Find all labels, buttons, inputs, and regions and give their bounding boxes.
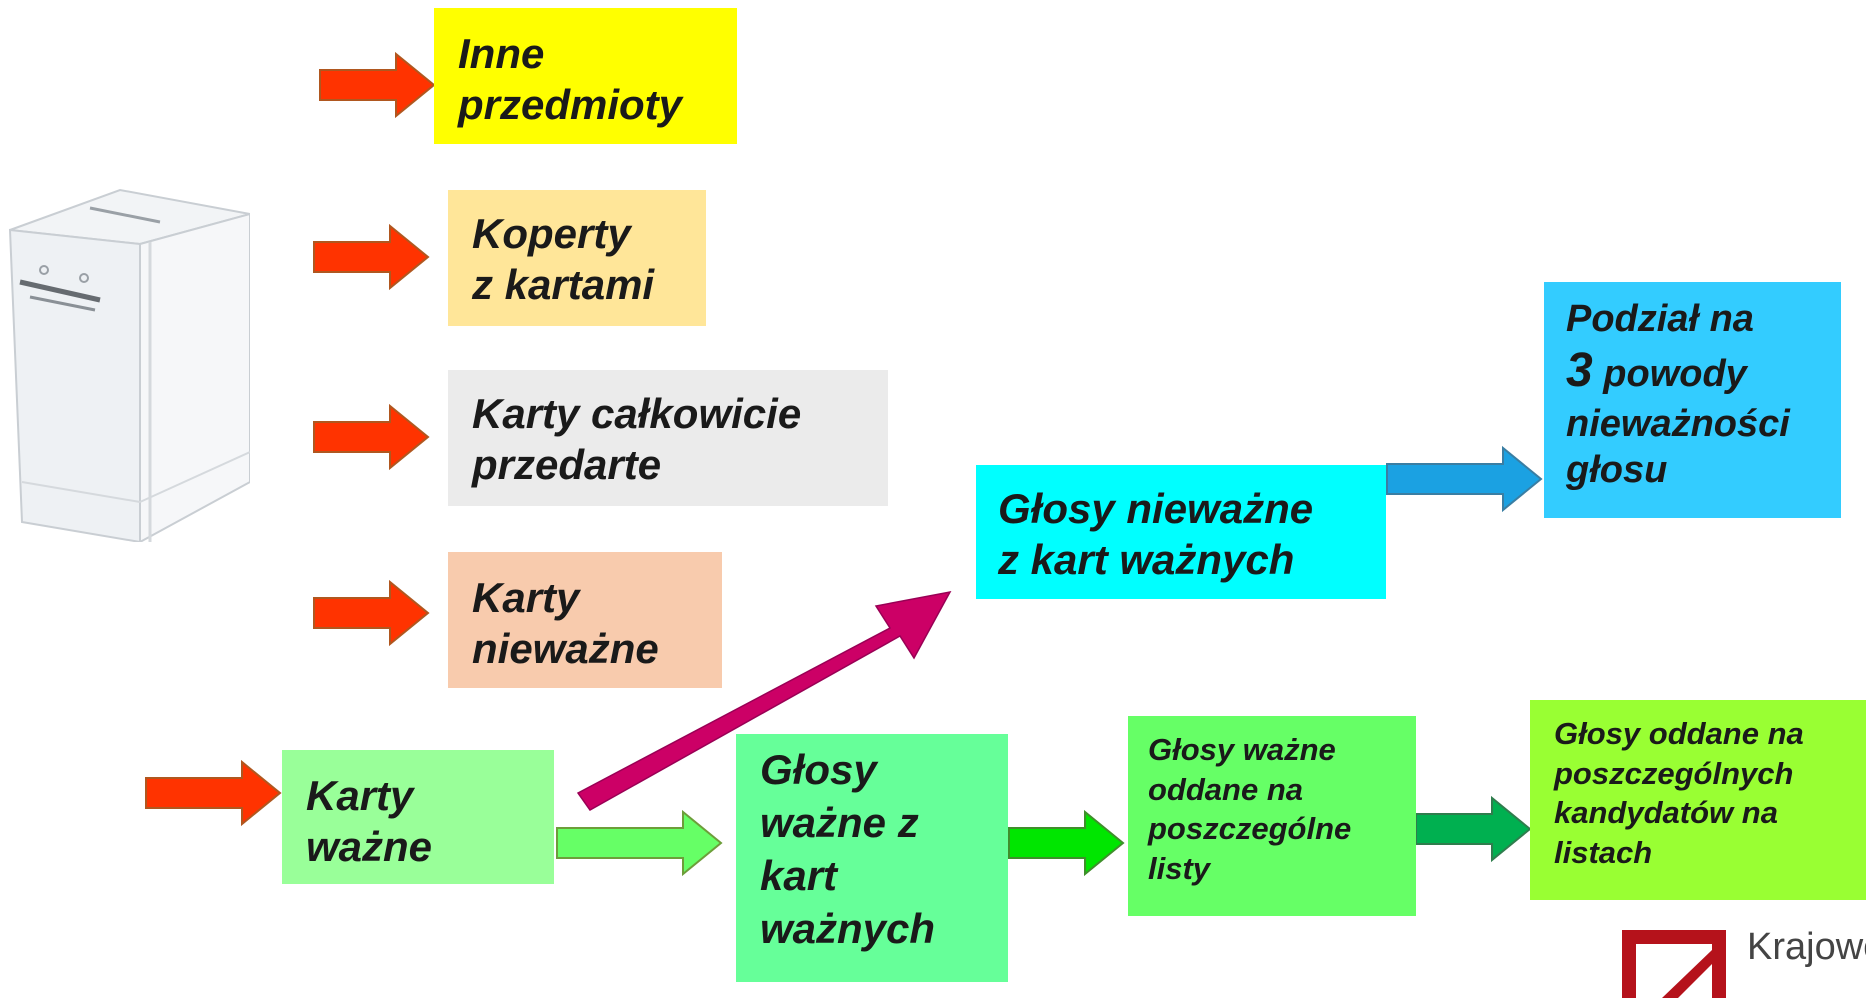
podzial-line-3: nieważności [1566, 402, 1790, 445]
box-line: kandydatów na [1554, 795, 1778, 831]
box-line: Głosy ważne [1148, 732, 1336, 767]
podzial-line-4: głosu [1566, 449, 1668, 492]
arrow-to-niewazne [313, 579, 430, 647]
box-glosy-wazne: Głosy ważne z kart ważnych [736, 734, 1008, 982]
podzial-line-1: Podział na [1566, 298, 1754, 340]
podzial-number: 3 [1566, 344, 1593, 398]
box-line: Karty [472, 574, 580, 621]
box-line: nieważne [472, 625, 659, 673]
box-line: Karty całkowicie [472, 390, 802, 437]
box-line: Głosy oddane na [1554, 716, 1804, 751]
box-line: poszczególne [1148, 811, 1352, 847]
box-line: Koperty [472, 210, 631, 257]
box-line: ważne [306, 823, 433, 871]
box-line: kart [760, 851, 838, 899]
arrow-to-wazne [145, 759, 282, 827]
box-line: Inne [458, 30, 545, 77]
box-line: przedmioty [458, 81, 683, 129]
arrow-glosy-wazne-to-listy [1008, 809, 1125, 877]
arrow-wazne-to-glosy-wazne [556, 809, 723, 877]
box-inne-przedmioty: Inne przedmioty [434, 8, 737, 144]
box-line: z kart ważnych [998, 536, 1295, 584]
box-line: ważnych [760, 904, 936, 952]
arrow-listy-to-kandydaci [1415, 795, 1532, 863]
arrow-to-inne [319, 51, 436, 119]
box-glosy-kandydaci: Głosy oddane na poszczególnych kandydató… [1530, 700, 1866, 900]
box-line: przedarte [472, 441, 662, 489]
box-line: Głosy [760, 746, 877, 793]
box-line: poszczególnych [1554, 755, 1794, 791]
box-line: listach [1554, 835, 1653, 871]
box-line: listy [1148, 851, 1211, 887]
arrow-wazne-to-glosy-niewazne [576, 590, 952, 811]
podzial-line-2: 3 powody [1566, 342, 1841, 401]
arrow-to-koperty [313, 223, 430, 291]
box-karty-wazne: Karty ważne [282, 750, 554, 884]
krajowe-logo-icon [1622, 930, 1732, 998]
ballot-box-image [8, 188, 250, 542]
box-line: Karty [306, 772, 414, 819]
arrow-glosy-niewazne-to-podzial [1386, 445, 1543, 513]
box-line: z kartami [472, 261, 655, 309]
box-karty-przedarte: Karty całkowicie przedarte [448, 370, 888, 506]
box-line: ważne z [760, 798, 919, 846]
logo-text: Krajowe [1747, 926, 1866, 968]
box-line: Głosy nieważne [998, 485, 1314, 532]
box-podzial: Podział na 3 powody nieważności głosu [1544, 282, 1841, 518]
podzial-powody: powody [1603, 353, 1747, 396]
box-karty-niewazne: Karty nieważne [448, 552, 722, 688]
arrow-to-przedarte [313, 403, 430, 471]
box-glosy-listy: Głosy ważne oddane na poszczególne listy [1128, 716, 1416, 916]
box-koperty-z-kartami: Koperty z kartami [448, 190, 706, 326]
box-glosy-niewazne: Głosy nieważne z kart ważnych [976, 465, 1386, 599]
box-line: oddane na [1148, 771, 1304, 807]
